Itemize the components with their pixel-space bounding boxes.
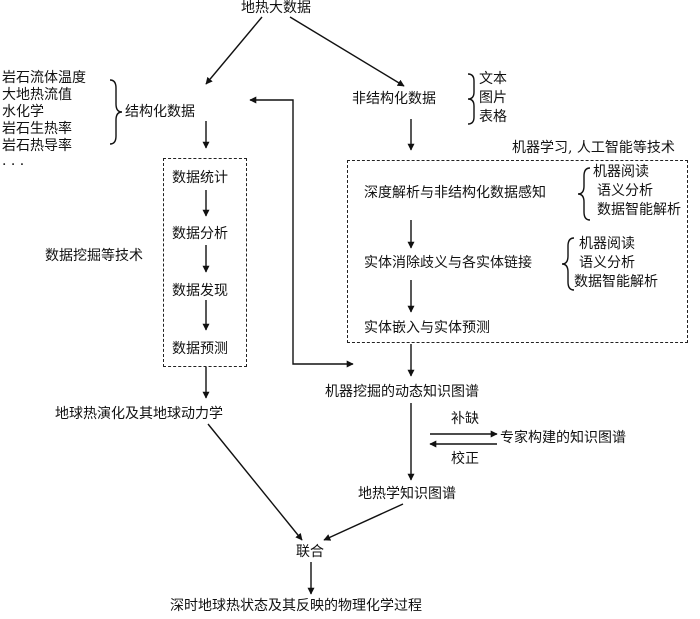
mining-step: 数据分析 bbox=[172, 226, 228, 242]
root-title: 地热大数据 bbox=[241, 0, 311, 16]
ml-step1-item: 机器阅读 bbox=[593, 164, 649, 180]
structured-item-ellipsis: · · · bbox=[2, 157, 25, 173]
brace-unstructured-items bbox=[467, 73, 475, 125]
structured-item: 岩石热导率 bbox=[2, 138, 72, 154]
structured-data-label: 结构化数据 bbox=[125, 104, 195, 120]
ml-step1-item: 语义分析 bbox=[597, 183, 653, 199]
structured-item: 岩石生热率 bbox=[2, 121, 72, 137]
expert-kg-node: 专家构建的知识图谱 bbox=[500, 430, 626, 446]
ml-step2-item: 数据智能解析 bbox=[574, 274, 658, 290]
geodynamics-node: 地球热演化及其地球动力学 bbox=[55, 406, 223, 422]
arrow-title-to-structured bbox=[205, 16, 263, 85]
mining-step: 数据发现 bbox=[172, 283, 228, 299]
brace-ml-step1-items bbox=[577, 167, 591, 221]
ml-step-embedding: 实体嵌入与实体预测 bbox=[364, 320, 490, 336]
structured-item: 水化学 bbox=[2, 104, 44, 120]
dynamic-kg-node: 机器挖掘的动态知识图谱 bbox=[325, 384, 479, 400]
ml-step2-item: 语义分析 bbox=[579, 255, 635, 271]
correct-label: 校正 bbox=[451, 451, 479, 467]
arrow-geothermal-kg-to-union bbox=[323, 503, 404, 541]
supplement-label: 补缺 bbox=[451, 411, 479, 427]
ml-step-disambiguation: 实体消除歧义与各实体链接 bbox=[364, 255, 532, 271]
ml-step-parse: 深度解析与非结构化数据感知 bbox=[364, 185, 546, 201]
arrow-structured-dynamic-link bbox=[249, 96, 354, 368]
arrow-geodynamics-to-union bbox=[207, 423, 303, 541]
structured-item: 岩石流体温度 bbox=[2, 70, 86, 86]
mining-steps-box bbox=[163, 158, 247, 367]
unstructured-item: 图片 bbox=[479, 90, 507, 106]
structured-item: 大地热流值 bbox=[2, 87, 72, 103]
ml-technique-label: 机器学习, 人工智能等技术 bbox=[512, 140, 675, 156]
mining-step: 数据预测 bbox=[172, 341, 228, 357]
unstructured-item: 表格 bbox=[479, 109, 507, 125]
mining-step: 数据统计 bbox=[172, 170, 228, 186]
brace-structured-items bbox=[109, 79, 123, 145]
mining-technique-label: 数据挖掘等技术 bbox=[45, 248, 143, 264]
final-result-node: 深时地球热状态及其反映的物理化学过程 bbox=[170, 598, 422, 614]
unstructured-data-label: 非结构化数据 bbox=[352, 91, 436, 107]
arrow-title-to-unstructured bbox=[289, 16, 405, 87]
ml-steps-box bbox=[347, 160, 688, 343]
ml-step1-item: 数据智能解析 bbox=[597, 202, 681, 218]
geothermal-kg-node: 地热学知识图谱 bbox=[358, 486, 456, 502]
union-node: 联合 bbox=[296, 544, 324, 560]
brace-ml-step2-items bbox=[561, 237, 575, 291]
ml-step2-item: 机器阅读 bbox=[579, 236, 635, 252]
unstructured-item: 文本 bbox=[479, 71, 507, 87]
